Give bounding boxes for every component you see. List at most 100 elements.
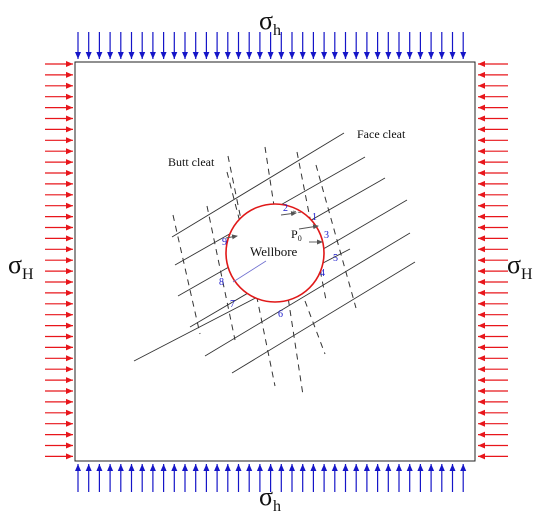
stress-arrow-right-head bbox=[66, 202, 73, 209]
stress-arrow-down-head bbox=[75, 52, 81, 59]
stress-arrow-left-head bbox=[478, 398, 485, 405]
face-cleat-label: Face cleat bbox=[357, 127, 406, 141]
stress-arrow-up-head bbox=[385, 464, 392, 471]
stress-arrow-down-head bbox=[417, 52, 424, 59]
stress-arrow-up-head bbox=[278, 464, 285, 471]
stress-arrow-down-head bbox=[235, 52, 242, 59]
point-label-4: 4 bbox=[320, 268, 325, 279]
stress-arrow-up-head bbox=[417, 464, 424, 471]
stress-arrow-down-head bbox=[353, 52, 360, 59]
stress-arrow-down-head bbox=[460, 52, 467, 59]
butt-cleat-line bbox=[315, 164, 357, 309]
stress-arrow-right-head bbox=[66, 442, 73, 449]
wellbore-label: Wellbore bbox=[250, 244, 298, 259]
face-cleat-line bbox=[231, 261, 416, 374]
stress-arrow-up-head bbox=[310, 464, 317, 471]
stress-arrow-down-head bbox=[149, 52, 156, 59]
stress-arrow-down-head bbox=[267, 52, 274, 59]
stress-arrow-up-head bbox=[353, 464, 360, 471]
stress-arrow-up-head bbox=[149, 464, 156, 471]
stress-arrow-right-head bbox=[66, 224, 73, 231]
stress-arrow-left-head bbox=[478, 202, 485, 209]
stress-arrow-down-head bbox=[428, 52, 435, 59]
stress-arrow-right-head bbox=[66, 366, 73, 373]
stress-arrow-left-head bbox=[478, 355, 485, 362]
stress-arrow-down-head bbox=[85, 52, 92, 59]
pressure-arrows bbox=[225, 211, 323, 245]
stress-arrow-right-head bbox=[66, 148, 73, 155]
stress-arrow-right-head bbox=[66, 409, 73, 416]
stress-arrow-down-head bbox=[438, 52, 445, 59]
stress-arrow-right-head bbox=[66, 300, 73, 307]
point-label-8: 8 bbox=[219, 277, 224, 288]
stress-arrow-down-head bbox=[342, 52, 349, 59]
stress-arrow-left-head bbox=[478, 61, 485, 67]
stress-arrow-up-head bbox=[428, 464, 435, 471]
stress-arrow-up-head bbox=[289, 464, 295, 471]
stress-arrow-up-head bbox=[321, 464, 328, 471]
stress-arrow-left-head bbox=[478, 420, 485, 427]
stress-arrow-down-head bbox=[385, 52, 392, 59]
stress-arrow-left-head bbox=[478, 148, 485, 155]
stress-arrow-up-head bbox=[96, 464, 103, 471]
stress-arrow-down-head bbox=[214, 52, 221, 59]
right-stress-arrows bbox=[478, 61, 508, 460]
stress-arrow-left-head bbox=[478, 268, 485, 275]
stress-arrow-up-head bbox=[182, 464, 188, 471]
stress-arrow-down-head bbox=[96, 52, 103, 59]
stress-arrow-right-head bbox=[66, 137, 73, 144]
stress-arrow-left-head bbox=[478, 311, 485, 318]
face-cleat-line bbox=[204, 232, 411, 357]
stress-arrow-down-head bbox=[331, 52, 338, 59]
sigma-H-left-label: σH bbox=[8, 250, 34, 283]
stress-arrow-up-head bbox=[224, 464, 231, 471]
stress-arrow-right-head bbox=[66, 213, 73, 220]
stress-arrow-down-head bbox=[321, 52, 328, 59]
stress-arrow-down-head bbox=[192, 52, 199, 59]
stress-arrow-up-head bbox=[342, 464, 349, 471]
stress-arrow-right-head bbox=[66, 388, 73, 394]
stress-arrow-down-head bbox=[449, 52, 456, 59]
stress-arrow-left-head bbox=[478, 246, 485, 253]
model-boundary bbox=[74, 61, 476, 462]
stress-arrow-left-head bbox=[478, 377, 485, 384]
stress-arrow-right-head bbox=[66, 279, 73, 285]
stress-arrow-up-head bbox=[449, 464, 456, 471]
stress-arrow-up-head bbox=[117, 464, 124, 471]
sigma-H-right-label: σH bbox=[507, 250, 533, 283]
stress-arrow-left-head bbox=[478, 115, 485, 122]
stress-arrow-up-head bbox=[214, 464, 221, 471]
stress-arrow-right-head bbox=[66, 61, 73, 67]
stress-arrow-up-head bbox=[374, 464, 381, 471]
stress-arrow-down-head bbox=[363, 52, 370, 59]
stress-arrow-right-head bbox=[66, 311, 73, 318]
stress-arrow-left-head bbox=[478, 388, 485, 394]
stress-arrow-left-head bbox=[478, 104, 485, 111]
pressure-label: P0 bbox=[291, 227, 302, 243]
stress-arrow-up-head bbox=[160, 464, 167, 471]
stress-arrow-right-head bbox=[66, 191, 73, 198]
stress-arrow-down-head bbox=[246, 52, 253, 59]
stress-arrow-right-head bbox=[66, 170, 73, 176]
butt-cleat-line bbox=[304, 300, 326, 355]
stress-arrow-up-head bbox=[267, 464, 274, 471]
stress-arrow-left-head bbox=[478, 126, 485, 133]
stress-arrow-up-head bbox=[246, 464, 253, 471]
stress-arrow-right-head bbox=[66, 398, 73, 405]
stress-arrow-up-head bbox=[438, 464, 445, 471]
stress-arrow-right-head bbox=[66, 257, 73, 264]
stress-arrow-up-head bbox=[363, 464, 370, 471]
stress-arrow-right-head bbox=[66, 104, 73, 111]
point-label-1: 1 bbox=[312, 212, 317, 223]
stress-arrow-right-head bbox=[66, 377, 73, 384]
stress-arrow-left-head bbox=[478, 322, 485, 329]
stress-arrow-down-head bbox=[289, 52, 295, 59]
stress-arrow-right-head bbox=[66, 333, 73, 340]
stress-arrow-left-head bbox=[478, 257, 485, 264]
stress-arrow-up-head bbox=[331, 464, 338, 471]
stress-arrow-left-head bbox=[478, 289, 485, 296]
stress-arrow-down-head bbox=[171, 52, 178, 59]
stress-arrow-down-head bbox=[160, 52, 167, 59]
stress-arrow-right-head bbox=[66, 344, 73, 351]
stress-arrow-right-head bbox=[66, 246, 73, 253]
